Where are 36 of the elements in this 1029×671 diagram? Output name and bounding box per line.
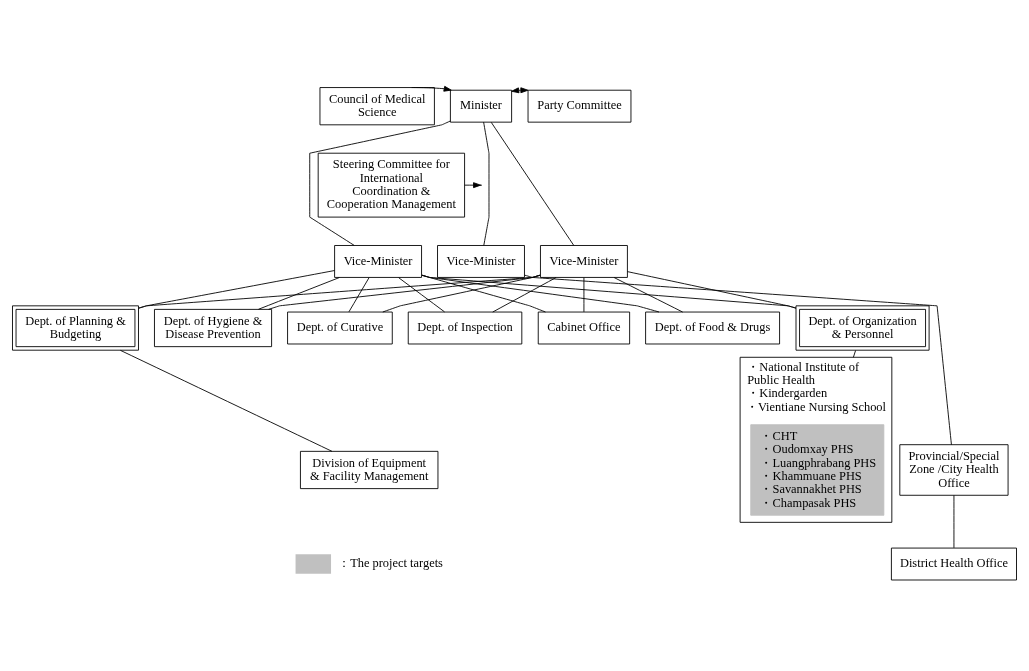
node-box: Cabinet Office: [537, 311, 631, 344]
connector: [348, 276, 370, 312]
node-box: Minister: [449, 89, 513, 123]
connector: [524, 274, 952, 445]
connector: [398, 276, 445, 312]
node-box: ・CHT ・Oudomxay PHS ・Luangphrabang PHS ・Khammuane PHS ・Savannakhet PHS ・Champasak PHS: [750, 423, 885, 516]
connector: [953, 494, 955, 548]
connector: [627, 270, 797, 309]
node-box: Vice-Minister: [540, 244, 628, 278]
connector: [268, 274, 541, 310]
connector: [613, 276, 684, 312]
legend-label: ：The project targets: [338, 555, 443, 570]
node-box: Dept. of Curative: [287, 311, 393, 344]
node-box: Dept. of Food & Drugs: [645, 311, 781, 344]
node-box: Steering Committee for International Coordination & Cooperation Management: [317, 152, 466, 218]
connector: [119, 349, 333, 452]
node-box: Provincial/Special Zone /City Health Office: [899, 443, 1009, 496]
connector: [483, 121, 490, 246]
node-box: Vice-Minister: [437, 244, 525, 278]
connector: [852, 349, 857, 358]
connector: [490, 121, 575, 246]
connector: [492, 276, 557, 312]
connector: [382, 274, 541, 312]
node-box: Dept. of Hygiene & Disease Prevention: [154, 308, 273, 347]
node-box: Dept. of Organization & Personnel: [795, 304, 930, 351]
arrow: [411, 85, 452, 92]
node-box: Vice-Minister: [334, 244, 422, 278]
connector: [309, 120, 451, 246]
connector: [583, 276, 585, 312]
arrow: [464, 181, 482, 188]
node-box: Division of Equipment & Facility Management: [300, 450, 439, 489]
node-box: Party Committee: [527, 89, 632, 123]
node-box: Council of Medical Science: [319, 86, 435, 125]
connector: [258, 276, 340, 310]
node-box: District Health Office: [890, 547, 1017, 580]
node-box: Dept. of Inspection: [407, 311, 523, 344]
